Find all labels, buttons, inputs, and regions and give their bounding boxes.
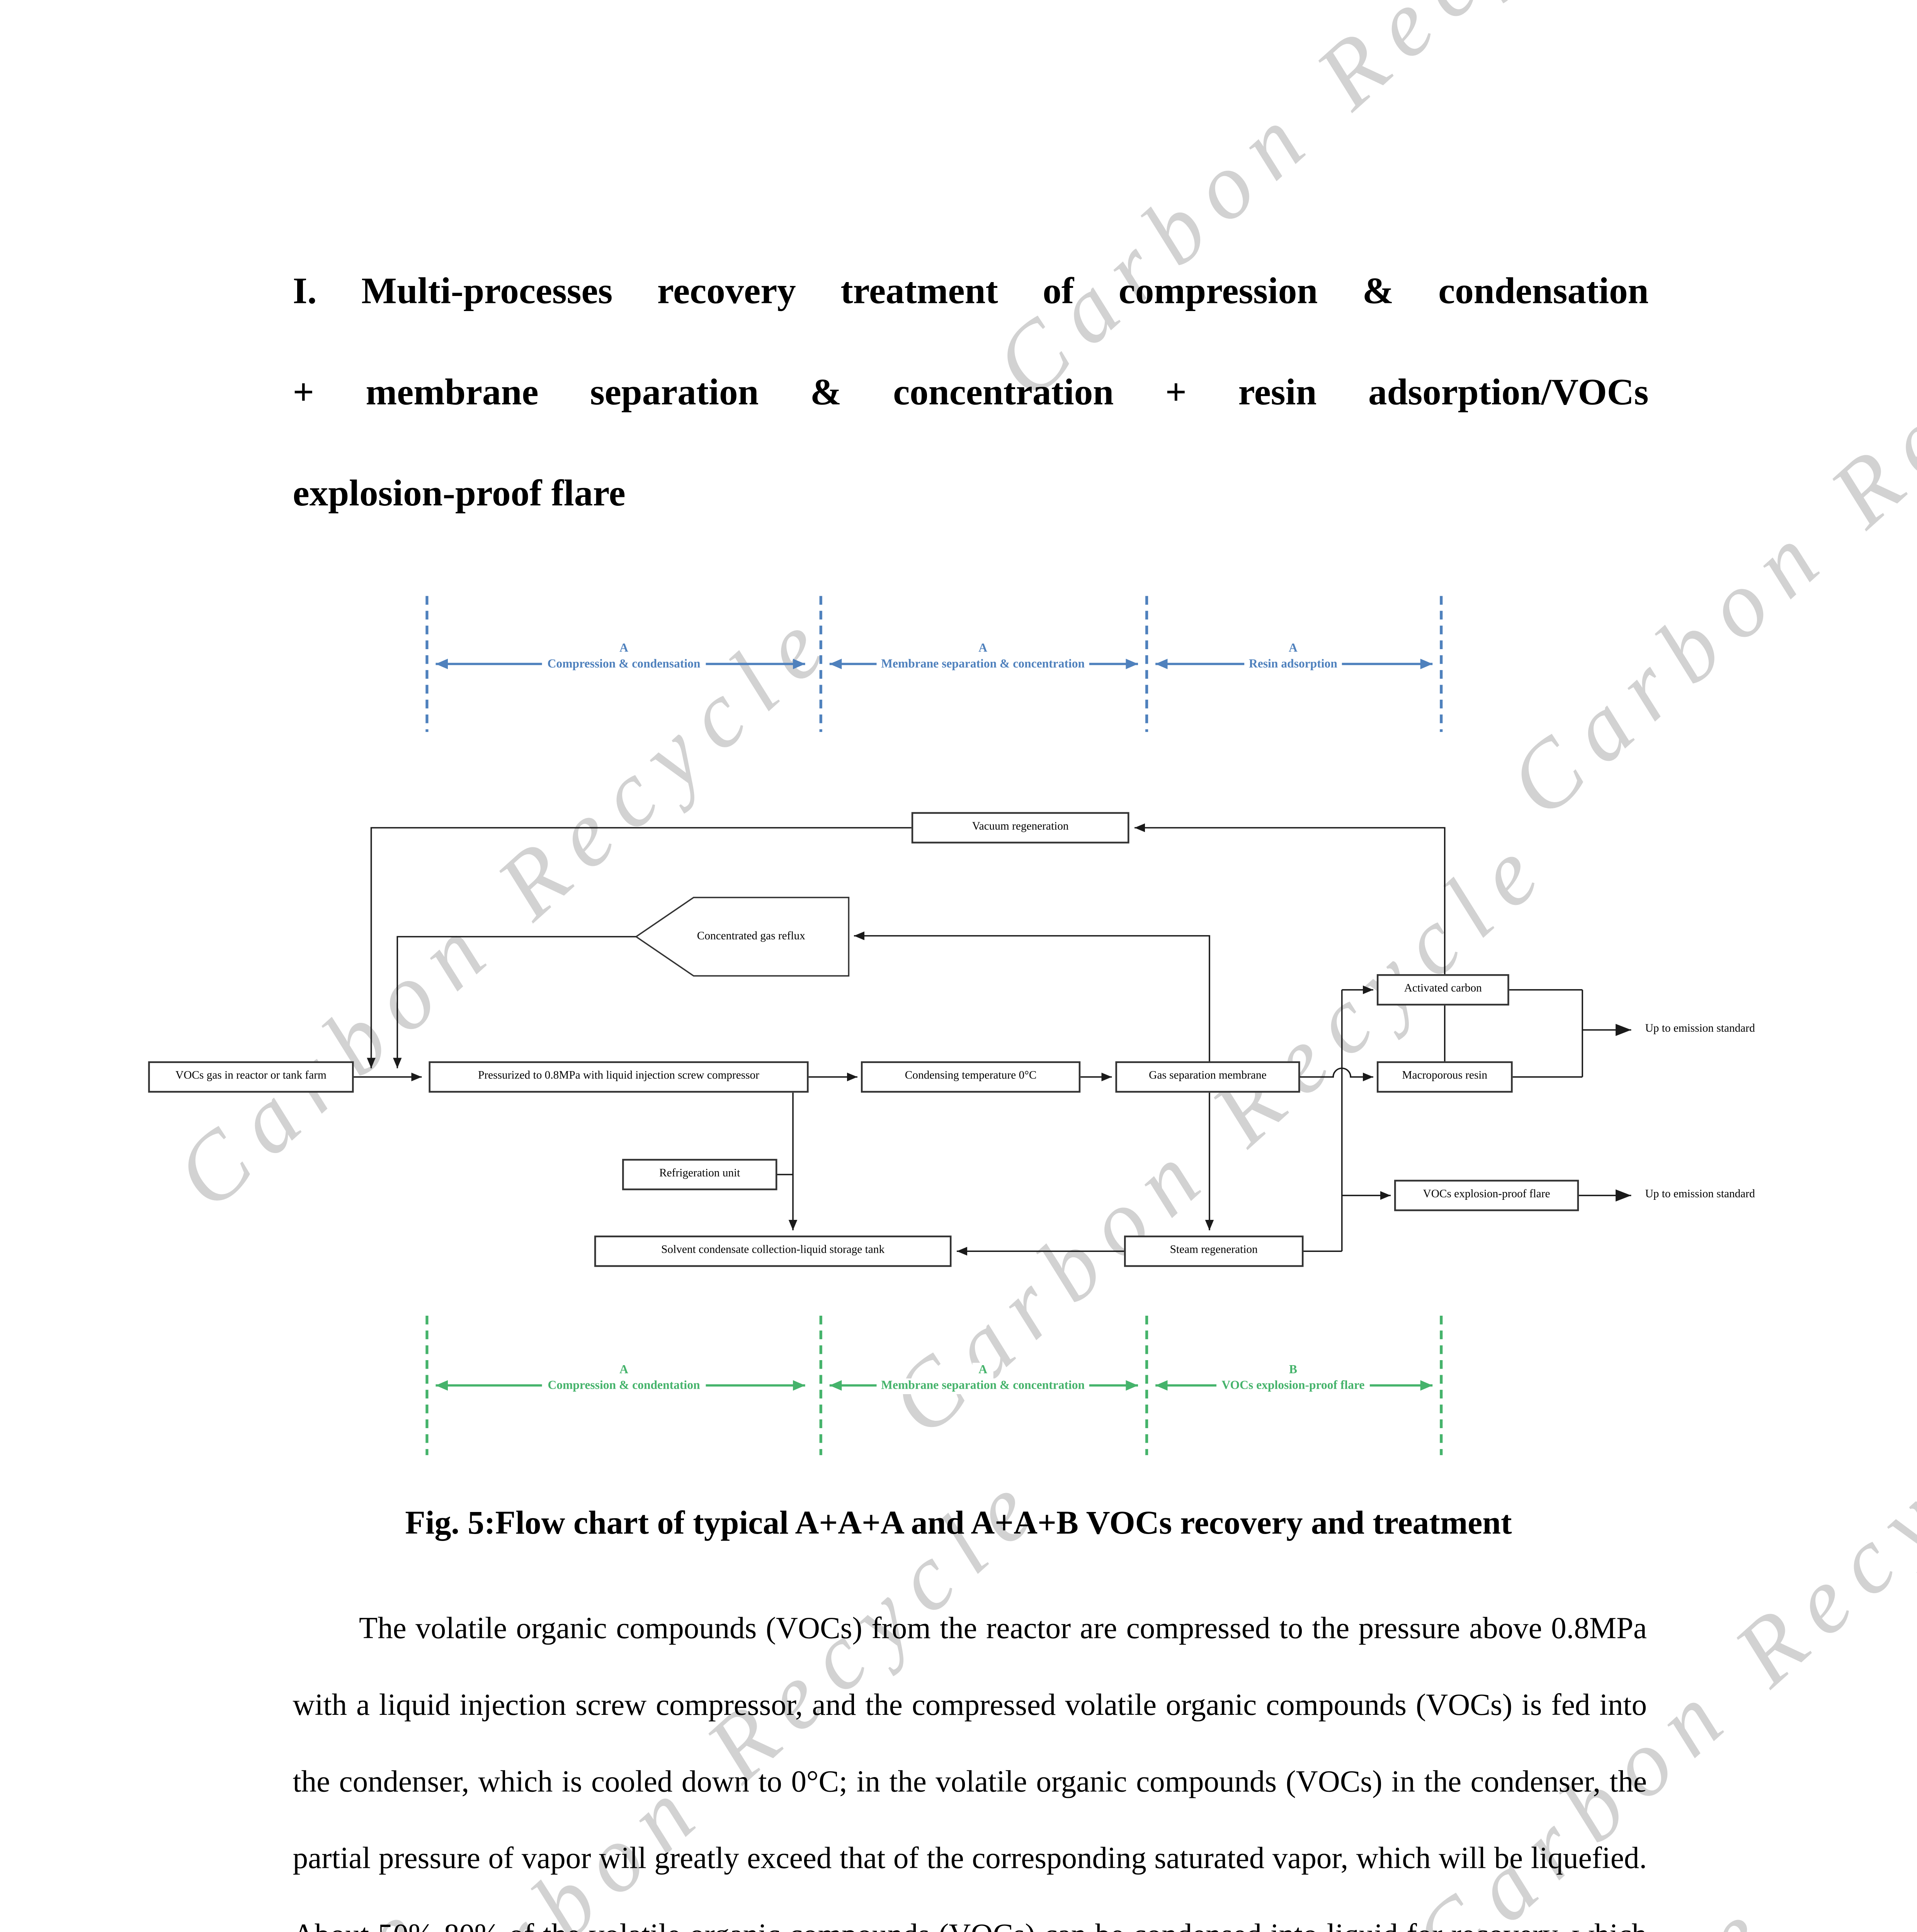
process-lines	[354, 823, 1631, 1256]
route-name: VOCs explosion-proof flare	[1216, 1378, 1370, 1395]
route-name: Compression & condensation	[542, 657, 706, 673]
node-compressor: Pressurized to 0.8MPa with liquid inject…	[429, 1061, 809, 1093]
route-label-bottom-flare: B VOCs explosion-proof flare	[1154, 1362, 1433, 1395]
route-letter: A	[614, 1362, 634, 1379]
body-text: The volatile organic compounds (VOCs) fr…	[293, 1589, 1647, 1932]
route-label-top-compression: A Compression & condensation	[485, 641, 764, 673]
flow-diagram: A Compression & condensation A Membrane …	[0, 584, 1917, 1476]
node-activated-carbon: Activated carbon	[1376, 974, 1509, 1006]
route-name: Resin adsorption	[1243, 657, 1343, 673]
node-gas-separation-membrane: Gas separation membrane	[1115, 1061, 1300, 1093]
paragraph: The volatile organic compounds (VOCs) fr…	[293, 1610, 1647, 1932]
route-name: Membrane separation & concentration	[876, 1378, 1090, 1395]
section-heading: I. Multi-processes recovery treatment of…	[293, 240, 1649, 544]
route-label-bottom-membrane: A Membrane separation & concentration	[844, 1362, 1123, 1395]
heading-line: + membrane separation & concentration + …	[293, 371, 1649, 413]
node-steam-regeneration: Steam regeneration	[1124, 1235, 1304, 1267]
node-solvent-tank: Solvent condensate collection-liquid sto…	[594, 1235, 952, 1267]
diagram-connectors	[354, 596, 1631, 1455]
route-letter: B	[1284, 1362, 1303, 1379]
node-vocs-source: VOCs gas in reactor or tank farm	[148, 1061, 354, 1093]
heading-line: explosion-proof flare	[293, 472, 626, 514]
route-letter: A	[973, 641, 993, 657]
node-condenser: Condensing temperature 0°C	[861, 1061, 1081, 1093]
node-refrigeration-unit: Refrigeration unit	[622, 1159, 777, 1190]
emission-standard-label-bottom: Up to emission standard	[1645, 1188, 1755, 1201]
heading-line: I. Multi-processes recovery treatment of…	[293, 270, 1649, 312]
route-letter: A	[614, 641, 634, 657]
emission-standard-label-top: Up to emission standard	[1645, 1023, 1755, 1035]
route-label-bottom-compression: A Compression & condentation	[485, 1362, 764, 1395]
route-name: Membrane separation & concentration	[876, 657, 1090, 673]
concentrated-gas-reflux-shape	[634, 896, 850, 977]
route-label-top-resin: A Resin adsorption	[1154, 641, 1433, 673]
node-vocs-flare: VOCs explosion-proof flare	[1394, 1180, 1579, 1211]
node-concentrated-gas-reflux: Concentrated gas reflux	[697, 930, 805, 943]
route-label-top-membrane: A Membrane separation & concentration	[844, 641, 1123, 673]
route-letter: A	[973, 1362, 993, 1379]
route-letter: A	[1283, 641, 1303, 657]
node-vacuum-regeneration: Vacuum regeneration	[911, 812, 1129, 844]
node-macroporous-resin: Macroporous resin	[1376, 1061, 1513, 1093]
figure-caption: Fig. 5:Flow chart of typical A+A+A and A…	[405, 1505, 1512, 1543]
route-name: Compression & condentation	[542, 1378, 706, 1395]
